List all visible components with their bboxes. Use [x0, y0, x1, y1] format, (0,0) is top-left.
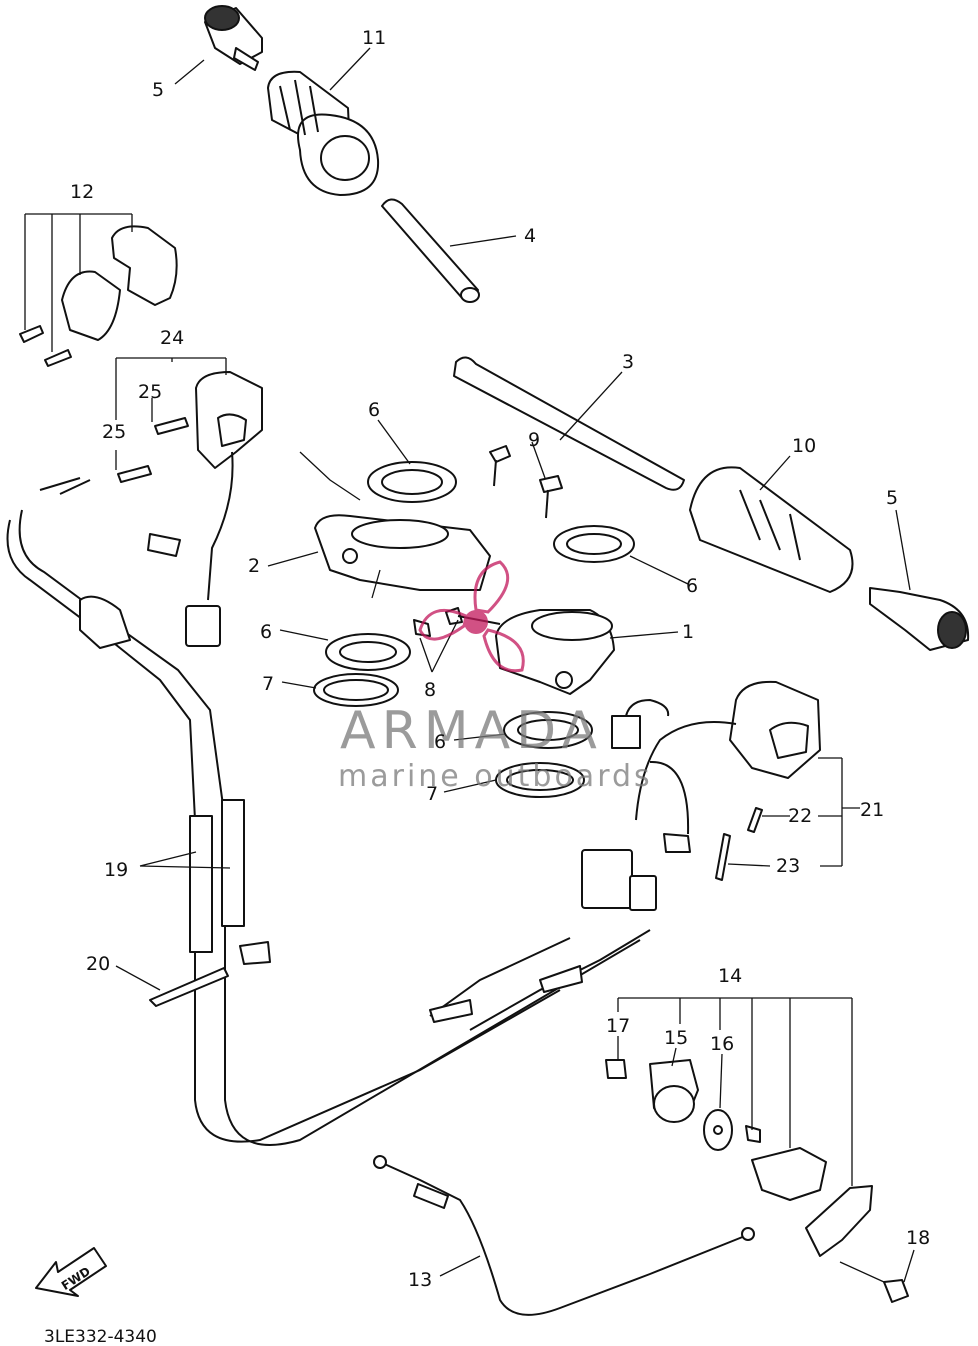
watermark-brand: ARMADA [340, 701, 603, 761]
throttle-cable-ends [429, 929, 651, 1031]
callout-7: 7 [262, 673, 274, 695]
callout-24: 24 [160, 327, 184, 349]
part-13-cable [373, 1155, 755, 1316]
part-3-handlebar [453, 356, 685, 491]
callout-18: 18 [906, 1227, 930, 1249]
callout-23: 23 [776, 855, 800, 877]
callout-5: 5 [886, 487, 898, 509]
part-20-cable-tie [149, 941, 271, 1007]
watermark-tagline: marine outboards [338, 759, 653, 794]
callout-14: 14 [718, 965, 742, 987]
propeller-logo [418, 560, 525, 673]
callout-9: 9 [528, 429, 540, 451]
part-6-ring-c [325, 633, 411, 671]
callout-10: 10 [792, 435, 816, 457]
callout-11: 11 [362, 27, 386, 49]
callout-6: 6 [368, 399, 380, 421]
part-6-ring-b [553, 525, 635, 563]
reference-code: 3LE332-4340 [44, 1327, 157, 1346]
part-1-upper-holder [495, 609, 615, 695]
part-24-left-switch [117, 371, 263, 647]
callout-1: 1 [682, 621, 694, 643]
callout-6: 6 [434, 731, 446, 753]
part-4-tube [381, 198, 480, 303]
part-2-lower-holder [314, 514, 491, 591]
part-11-throttle-grip [267, 70, 380, 196]
part-5-bar-end-left [204, 5, 263, 71]
fwd-arrow: FWD [35, 1247, 107, 1297]
callout-labels: 5 11 12 4 24 25 25 3 6 9 10 5 2 6 6 1 7 … [70, 27, 930, 1291]
callout-4: 4 [524, 225, 536, 247]
callout-16: 16 [710, 1033, 734, 1055]
part-14-assembly [605, 1059, 873, 1257]
callout-21: 21 [860, 799, 884, 821]
watermark: ARMADA marine outboards [338, 560, 653, 794]
callout-22: 22 [788, 805, 812, 827]
callout-6: 6 [260, 621, 272, 643]
callout-19: 19 [104, 859, 128, 881]
callout-3: 3 [622, 351, 634, 373]
callout-15: 15 [664, 1027, 688, 1049]
part-18-screw [883, 1279, 909, 1303]
part-19-throttle-cables [6, 477, 641, 1146]
part-10-grip-right [689, 466, 854, 593]
callout-12: 12 [70, 181, 94, 203]
callout-17: 17 [606, 1015, 630, 1037]
part-5-bar-end-right [869, 587, 970, 651]
part-12-switch-cover [19, 225, 178, 367]
leader-lines [24, 47, 915, 1283]
callout-7: 7 [426, 783, 438, 805]
callout-25: 25 [102, 421, 126, 443]
callout-25: 25 [138, 381, 162, 403]
callout-2: 2 [248, 555, 260, 577]
callout-20: 20 [86, 953, 110, 975]
callout-13: 13 [408, 1269, 432, 1291]
callout-5: 5 [152, 79, 164, 101]
part-6-ring-d [503, 711, 593, 749]
part-6-ring-a [367, 461, 457, 503]
callout-8: 8 [424, 679, 436, 701]
part-9-bolts [489, 445, 563, 519]
part-22-23-screws [715, 807, 763, 881]
callout-6: 6 [686, 575, 698, 597]
part-21-right-switch [581, 680, 821, 911]
part-7-ring-a [313, 673, 399, 707]
